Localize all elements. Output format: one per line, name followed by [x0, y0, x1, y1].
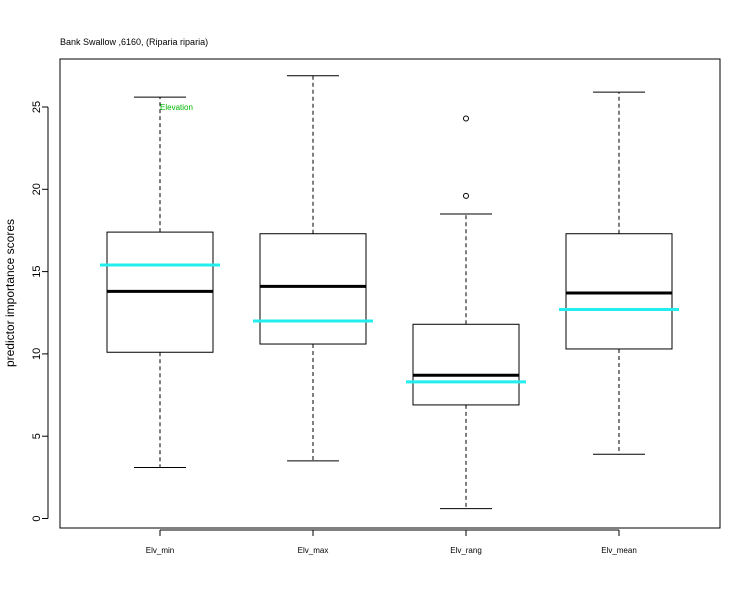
iqr-box: [565, 233, 673, 350]
box-elv-min: [100, 96, 220, 468]
y-tick-label: 15: [31, 265, 43, 277]
chart-title: Bank Swallow ,6160, (Riparia riparia): [60, 37, 208, 47]
x-tick-label: Elv_min: [146, 546, 174, 555]
plot-frame: [59, 58, 721, 529]
iqr-box: [259, 233, 367, 345]
x-tick-label: Elv_mean: [601, 546, 637, 555]
x-tick-label: Elv_rang: [450, 546, 482, 555]
box-elv-rang: [406, 115, 526, 510]
y-tick-label: 0: [31, 515, 43, 521]
x-tick-label: Elv_max: [298, 546, 329, 555]
y-tick-label: 25: [31, 101, 43, 113]
y-tick-label: 20: [31, 183, 43, 195]
iqr-box: [412, 323, 520, 406]
elevation-annotation: Elevation: [160, 103, 193, 112]
box-elv-max: [253, 75, 373, 462]
y-tick-label: 10: [31, 348, 43, 360]
y-axis-label: predictor importance scores: [3, 219, 17, 367]
y-tick-label: 5: [31, 433, 43, 439]
box-elv-mean: [559, 91, 679, 455]
box-series: [100, 75, 679, 510]
y-axis: 0 5 10 15 20 25: [31, 101, 49, 522]
outlier-point: [463, 115, 469, 122]
x-axis: Elv_min Elv_max Elv_rang Elv_mean: [146, 529, 637, 555]
outlier-point: [463, 192, 469, 199]
